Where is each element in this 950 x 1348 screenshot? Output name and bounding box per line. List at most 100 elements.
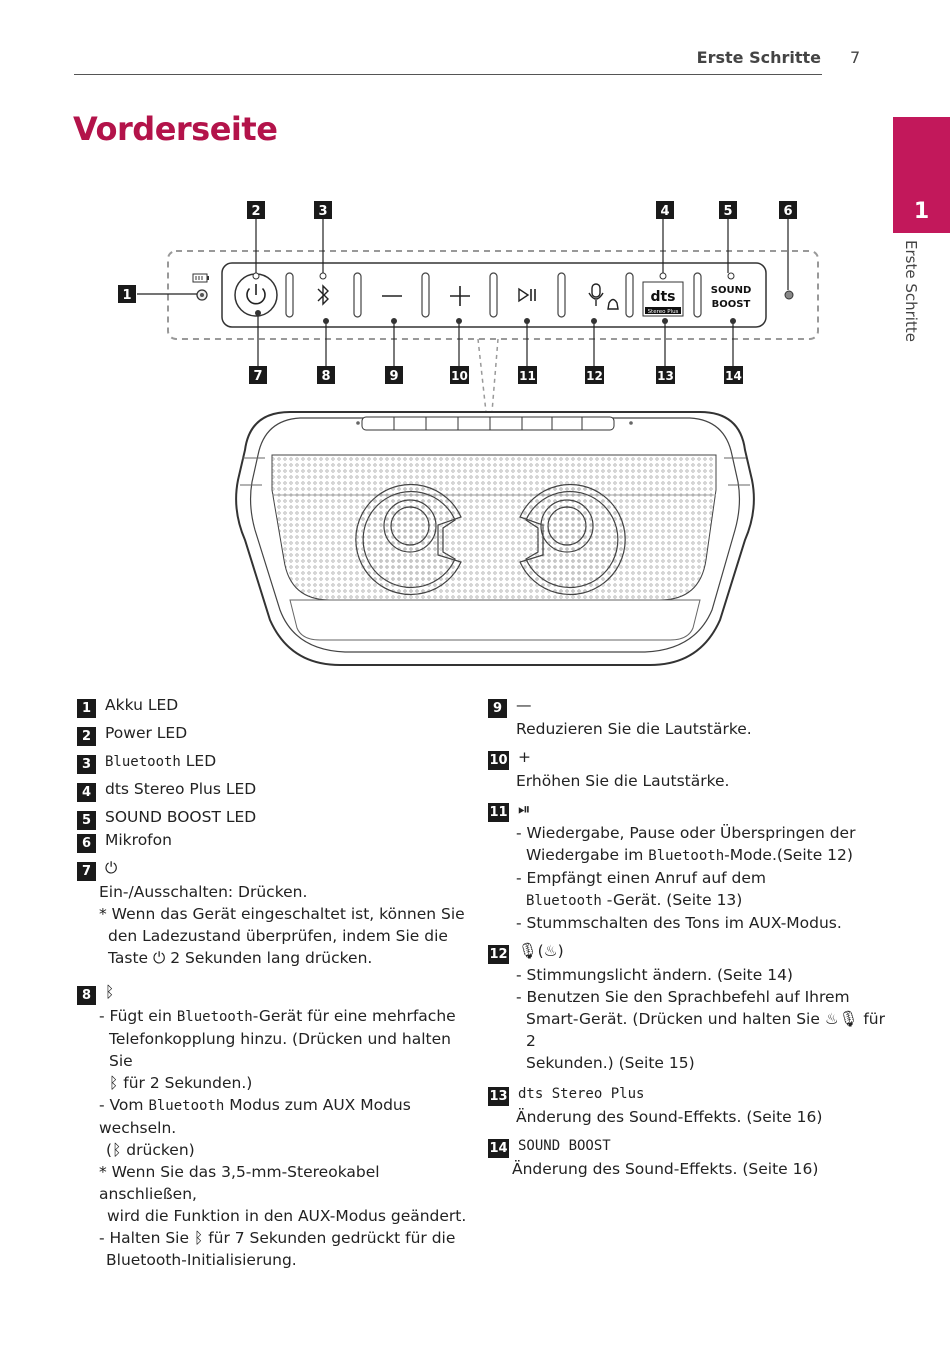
legend-number: 10: [488, 751, 509, 770]
dts-name: dts Stereo Plus: [518, 1086, 645, 1102]
svg-text:10: 10: [451, 369, 468, 383]
legend-line: Wiedergabe im: [526, 846, 649, 864]
callout-bottom-13: 13: [656, 366, 675, 384]
speaker-body: [235, 411, 755, 666]
legend-line: - Vom: [99, 1096, 149, 1114]
minus-icon: —: [516, 696, 532, 714]
sound-boost-label-2: BOOST: [712, 299, 751, 310]
legend-number: 14: [488, 1139, 509, 1158]
sound-boost-label-1: SOUND: [711, 285, 752, 296]
legend-text: Power LED: [105, 724, 188, 742]
svg-text:4: 4: [660, 204, 669, 219]
page-title: Vorderseite: [73, 110, 278, 148]
callout-top-6: 6: [779, 201, 797, 219]
bluetooth-icon: ᛒ: [109, 1074, 119, 1092]
legend-line: wird die Funktion in den AUX-Modus geänd…: [107, 1207, 467, 1225]
legend-text: SOUND BOOST LED: [105, 808, 257, 826]
callout-top-2: 2: [247, 201, 265, 219]
legend-line: -Mode.(Seite 12): [724, 846, 853, 864]
battery-icon: [192, 273, 209, 283]
legend-number: 11: [488, 803, 509, 822]
legend-line: - Fügt ein: [99, 1007, 177, 1025]
chapter-tab-label: Erste Schritte: [902, 240, 920, 342]
control-panel-outline: [167, 250, 819, 340]
legend-text: Mikrofon: [105, 831, 172, 849]
legend-line: Erhöhen Sie die Lautstärke.: [516, 772, 730, 790]
legend-number: 7: [77, 862, 96, 881]
header-rule: [74, 74, 822, 75]
legend-line: - Halten Sie: [99, 1229, 194, 1247]
legend-number: 5: [77, 811, 96, 830]
callout-bottom-7: 7: [249, 366, 267, 384]
dts-button: dts Stereo Plus: [642, 281, 684, 317]
callout-bottom-8: 8: [317, 366, 335, 384]
legend-line: Telefonkopplung hinzu. (Drücken und halt…: [109, 1030, 451, 1070]
sound-boost-name: SOUND BOOST: [518, 1138, 611, 1154]
svg-text:5: 5: [723, 204, 732, 219]
legend-line: - Benutzen Sie den Sprachbefehl auf Ihre…: [516, 988, 850, 1006]
callout-bottom-11: 11: [518, 366, 537, 384]
svg-text:1: 1: [122, 288, 131, 303]
legend-line: drücken): [121, 1141, 195, 1159]
dts-sub-text: Stereo Plus: [648, 309, 679, 315]
legend-line: * Wenn Sie das 3,5-mm-Stereokabel anschl…: [99, 1163, 380, 1203]
legend-item-9: 9— Reduzieren Sie die Lautstärke.: [488, 694, 888, 740]
legend-number: 4: [77, 783, 96, 802]
svg-text:2: 2: [251, 204, 260, 219]
legend-line: Änderung des Sound-Effekts. (Seite 16): [516, 1108, 823, 1126]
bluetooth-name: Bluetooth: [526, 893, 602, 909]
legend-line: für 7 Sekunden gedrückt für die: [203, 1229, 456, 1247]
legend-right: 9— Reduzieren Sie die Lautstärke. 10+ Er…: [488, 694, 888, 1180]
chapter-tab-number: 1: [913, 199, 930, 224]
legend-item-2: 2 Power LED: [77, 722, 467, 750]
svg-text:12: 12: [586, 369, 603, 383]
legend-text: dts Stereo Plus LED: [105, 780, 257, 798]
power-icon: ⏻: [105, 859, 118, 877]
svg-text:8: 8: [321, 369, 330, 384]
page-number: 7: [850, 48, 861, 67]
legend-item-12: 12🎙(♨) - Stimmungslicht ändern. (Seite 1…: [488, 940, 888, 1074]
legend-line: -Gerät. (Seite 13): [601, 891, 743, 909]
legend-line: Modus zum AUX Modus wechseln.: [99, 1096, 411, 1137]
callout-bottom-10: 10: [450, 366, 469, 384]
play-pause-icon: ⏯: [518, 800, 531, 818]
speaker-front-diagram: dts Stereo Plus SOUND BOOST: [118, 201, 819, 666]
svg-text:14: 14: [725, 369, 742, 383]
legend-number: 13: [488, 1087, 509, 1106]
legend-number: 6: [77, 834, 96, 853]
legend-item-10: 10+ Erhöhen Sie die Lautstärke.: [488, 746, 888, 792]
legend-line: für 2: [526, 1010, 885, 1050]
bluetooth-name: Bluetooth: [176, 1009, 253, 1025]
legend-line: Reduzieren Sie die Lautstärke.: [516, 720, 752, 738]
callout-top-4: 4: [656, 201, 674, 219]
svg-text:3: 3: [318, 204, 327, 219]
callout-bottom-14: 14: [724, 366, 743, 384]
legend-line: Ein-/Ausschalten: Drücken.: [99, 883, 308, 901]
legend-line: - Stummschalten des Tons im AUX-Modus.: [516, 914, 842, 932]
control-panel-strip: [221, 262, 767, 328]
legend-line: - Wiedergabe, Pause oder Überspringen de…: [516, 824, 856, 842]
microphone-mood-icon: ♨🎙: [824, 1010, 859, 1028]
legend-line: * Wenn das Gerät eingeschaltet ist, könn…: [99, 905, 465, 923]
legend-item-5: 5 SOUND BOOST LED: [77, 806, 467, 830]
bluetooth-name: Bluetooth: [648, 848, 725, 864]
svg-text:13: 13: [657, 369, 674, 383]
callout-top-5: 5: [719, 201, 737, 219]
legend-number: 1: [77, 699, 96, 718]
legend-line: Änderung des Sound-Effekts. (Seite 16): [512, 1160, 819, 1178]
legend-line: (: [106, 1141, 113, 1159]
legend-line: - Stimmungslicht ändern. (Seite 14): [516, 966, 793, 984]
legend-number: 2: [77, 727, 96, 746]
legend-line: - Empfängt einen Anruf auf dem: [516, 869, 767, 887]
legend-number: 8: [77, 986, 96, 1005]
bluetooth-button-icon: [317, 284, 329, 306]
bluetooth-name: Bluetooth: [148, 1098, 225, 1114]
svg-text:11: 11: [519, 369, 536, 383]
legend-item-11: 11 ⏯ - Wiedergabe, Pause oder Überspringe…: [488, 798, 888, 934]
svg-text:9: 9: [389, 369, 398, 384]
legend-item-6: 6 Mikrofon: [77, 829, 467, 857]
header-section-title: Erste Schritte: [696, 48, 821, 67]
dts-logo-text: dts: [650, 289, 675, 305]
